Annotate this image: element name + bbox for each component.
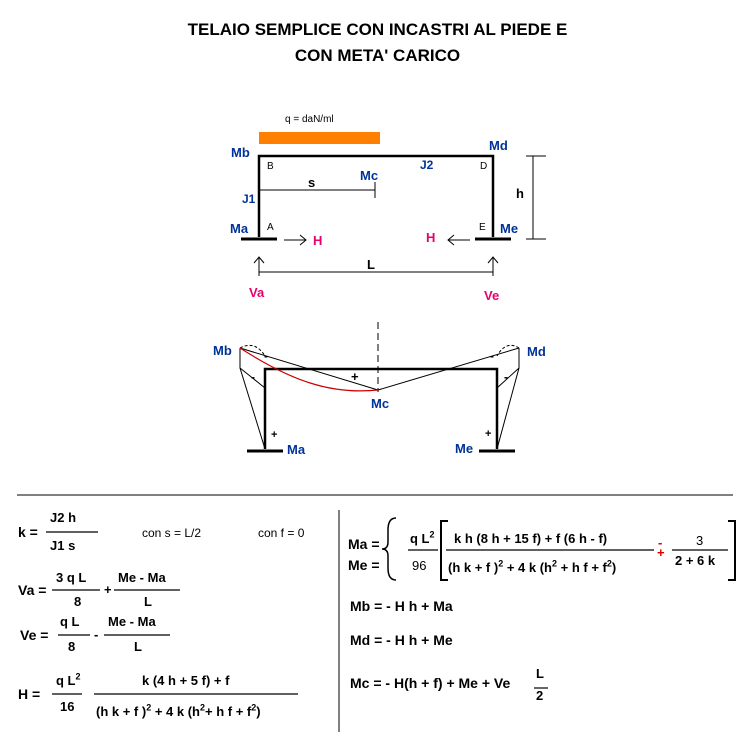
mc-frac-den: 2 <box>536 688 544 703</box>
sign-right-col: - <box>504 370 508 384</box>
mame-bracket-num: k h (8 h + 15 f) + f (6 h - f) <box>454 531 608 546</box>
moment-curve <box>239 347 379 392</box>
reaction-h-right: H <box>426 230 436 245</box>
k-num: J2 h <box>50 510 77 525</box>
label-j2: J2 <box>420 158 434 172</box>
label-mc: Mc <box>360 168 379 183</box>
load-label: q = daN/ml <box>285 114 334 125</box>
label-me: Me <box>500 221 519 236</box>
mame-t1-den: 96 <box>412 558 427 573</box>
h-t1-num: q L2 <box>56 671 81 688</box>
ma-lhs: Ma = <box>348 536 380 552</box>
sign-left-bottom: + <box>271 429 278 441</box>
label-ma: Ma <box>230 221 249 236</box>
sign-right-beam: - <box>490 349 494 363</box>
label-j1: J1 <box>242 192 256 206</box>
dim-h: h <box>516 186 524 201</box>
label-md: Md <box>489 138 508 153</box>
reaction-ve: Ve <box>484 288 500 303</box>
va-t1-num: 3 q L <box>56 570 87 585</box>
label-mb: Mb <box>231 145 250 160</box>
mame-t3-num: 3 <box>696 533 704 548</box>
brace <box>381 517 397 581</box>
formula-md: Md = - H h + Me <box>350 632 453 648</box>
ve-t2-den: L <box>134 639 142 654</box>
dim-s: s <box>308 175 316 190</box>
k-den: J1 s <box>50 538 76 553</box>
mame-bracket-den: (h k + f )2 + 4 k (h2 + h f + f2) <box>448 558 617 575</box>
frame-outline <box>257 154 495 237</box>
node-b: B <box>267 161 274 172</box>
condition-s: con s = L/2 <box>142 526 202 540</box>
formula-mb: Mb = - H h + Ma <box>350 598 453 614</box>
dim-l: L <box>367 257 375 272</box>
title-line-2: CON META' CARICO <box>294 46 461 65</box>
ve-t2-num: Me - Ma <box>108 614 156 629</box>
distributed-load-bar <box>259 132 380 144</box>
node-d: D <box>480 161 488 172</box>
formula-mc: Mc = - H(h + f) + Me + Ve <box>350 675 511 691</box>
md-label-mc: Mc <box>371 396 390 411</box>
h-lhs: H = <box>18 686 41 702</box>
mame-t3-den: 2 + 6 k <box>675 553 716 568</box>
h-t2-den: (h k + f )2 + 4 k (h2+ h f + f2) <box>96 702 261 719</box>
va-t2-num: Me - Ma <box>118 570 166 585</box>
mame-t1-num: q L2 <box>410 529 435 546</box>
ve-op: - <box>94 627 99 642</box>
ve-t1-den: 8 <box>68 639 76 654</box>
h-t1-den: 16 <box>60 699 75 714</box>
title-line-1: TELAIO SEMPLICE CON INCASTRI AL PIEDE E <box>187 20 568 39</box>
md-label-mb: Mb <box>213 343 232 358</box>
sign-left-col: - <box>251 370 255 384</box>
h-t2-num: k (4 h + 5 f) + f <box>142 673 230 688</box>
ve-t1-num: q L <box>60 614 80 629</box>
sign-right-bottom: + <box>485 428 492 440</box>
pm-minus: - <box>658 535 663 550</box>
moment-frame-outline <box>263 367 499 449</box>
node-a: A <box>267 222 274 233</box>
va-lhs: Va = <box>18 582 47 598</box>
va-op: + <box>104 582 112 597</box>
reaction-va: Va <box>249 285 265 300</box>
node-e: E <box>479 222 486 233</box>
k-lhs: k = <box>18 524 38 540</box>
condition-f: con f = 0 <box>258 526 305 540</box>
va-t2-den: L <box>144 594 152 609</box>
sign-beam-mid: + <box>351 369 359 384</box>
md-label-me: Me <box>455 441 474 456</box>
pm-plus: + <box>657 545 665 560</box>
sign-left-beam: - <box>264 349 268 363</box>
va-t1-den: 8 <box>74 594 82 609</box>
me-lhs: Me = <box>348 557 380 573</box>
reaction-h-left: H <box>313 233 323 248</box>
md-label-ma: Ma <box>287 442 306 457</box>
mc-frac-num: L <box>536 666 544 681</box>
ve-lhs: Ve = <box>20 627 49 643</box>
md-label-md: Md <box>527 344 546 359</box>
